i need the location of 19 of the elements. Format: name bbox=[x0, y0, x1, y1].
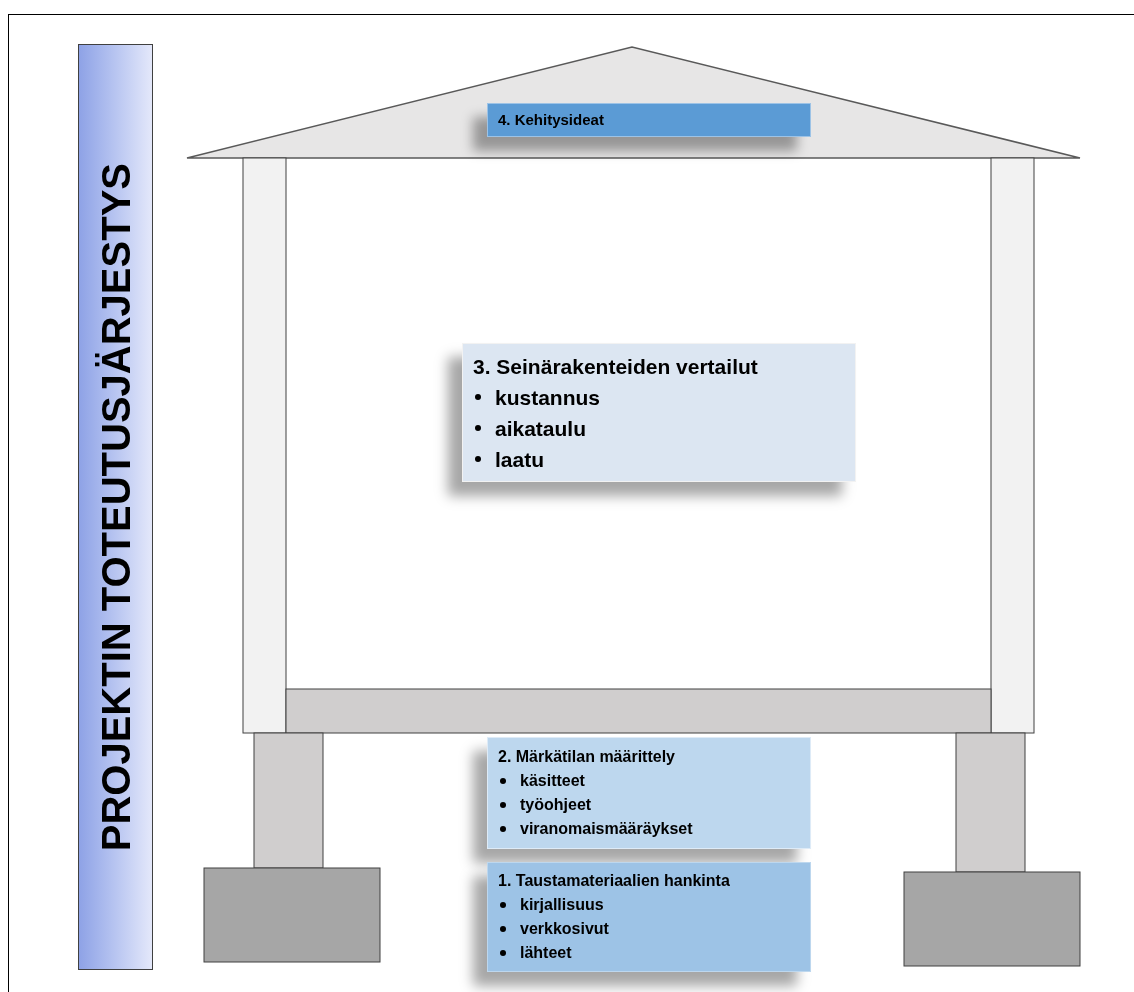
bullet-item: laatu bbox=[495, 446, 544, 473]
bullet-item: lähteet bbox=[520, 943, 572, 963]
bullet-item: viranomaismääräykset bbox=[520, 819, 693, 839]
bullet-item: käsitteet bbox=[520, 771, 585, 791]
bullet-item: kustannus bbox=[495, 384, 601, 411]
phase-heading: 4. Kehitysideat bbox=[498, 109, 605, 130]
phase-box bbox=[462, 343, 856, 482]
phase-box bbox=[487, 103, 811, 137]
phase-box bbox=[487, 862, 811, 972]
vertical-title: PROJEKTIN TOTEUTUSJÄRJESTYS bbox=[92, 162, 139, 852]
phase-heading: 1. Taustamateriaalien hankinta bbox=[498, 871, 731, 891]
bullet-item: kirjallisuus bbox=[520, 895, 604, 915]
bullet-item: aikataulu bbox=[495, 415, 587, 442]
phase-heading: 3. Seinärakenteiden vertailut bbox=[473, 353, 759, 380]
bullet-item: työohjeet bbox=[520, 795, 592, 815]
bullet-item: verkkosivut bbox=[520, 919, 609, 939]
phase-heading: 2. Märkätilan määrittely bbox=[498, 747, 676, 767]
title-band bbox=[78, 44, 153, 970]
phase-box bbox=[487, 737, 811, 849]
